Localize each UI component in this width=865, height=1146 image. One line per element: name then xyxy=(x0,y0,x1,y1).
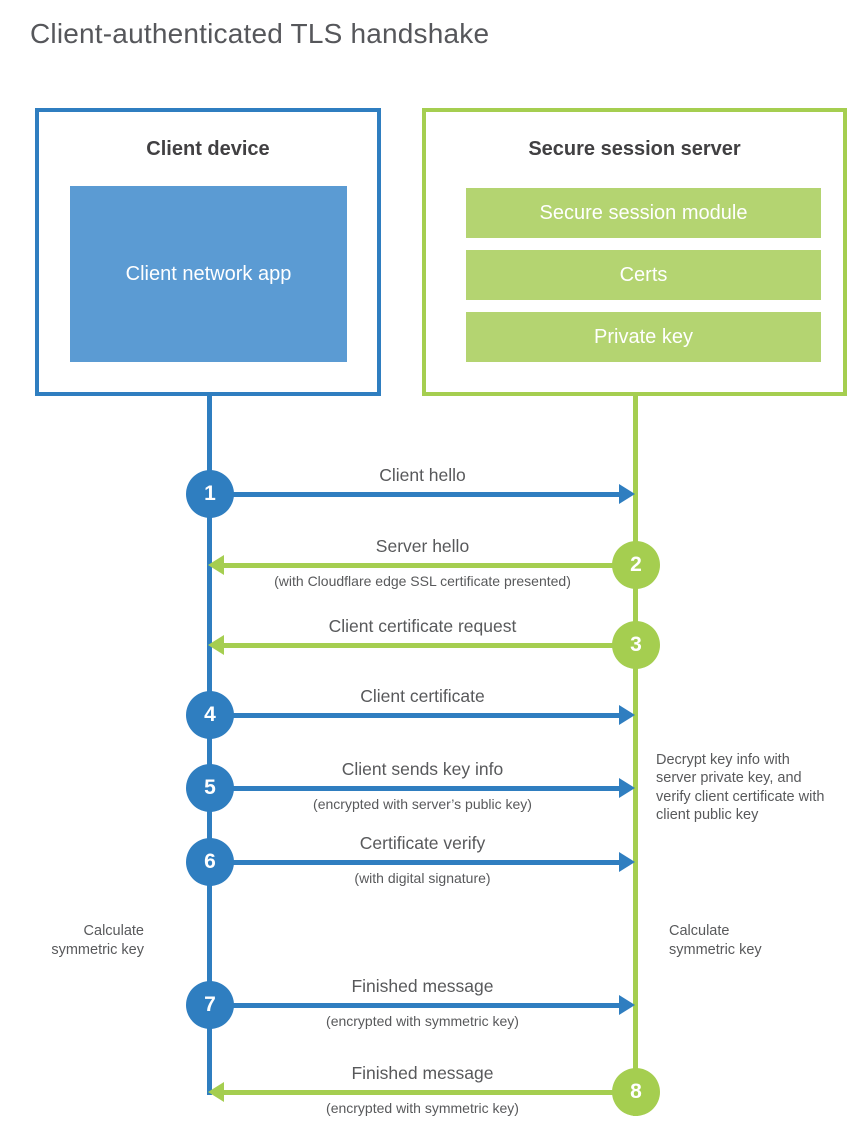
arrow-right-icon xyxy=(619,852,635,872)
message-label: Client hello xyxy=(379,465,466,485)
arrow-line xyxy=(210,1003,621,1008)
arrow-line xyxy=(222,643,636,648)
calc-symmetric-key-left: Calculate symmetric key xyxy=(51,923,144,959)
arrow-left-icon xyxy=(208,555,224,575)
message-label: Finished message xyxy=(351,1063,494,1083)
arrow-right-icon xyxy=(619,778,635,798)
arrow-line xyxy=(210,713,621,718)
arrow-line xyxy=(210,786,621,791)
server-title: Secure session server xyxy=(528,138,741,160)
arrow-left-icon xyxy=(208,1082,224,1102)
client-device-title: Client device xyxy=(146,138,270,160)
message-sublabel: (with digital signature) xyxy=(354,870,491,886)
calc-symmetric-key-right: Calculate symmetric key xyxy=(669,923,762,959)
message-label: Certificate verify xyxy=(359,833,486,853)
message-sublabel: (encrypted with server’s public key) xyxy=(313,796,532,812)
message-sublabel: (encrypted with symmetric key) xyxy=(326,1100,519,1116)
step-circle: 8 xyxy=(612,1068,660,1116)
diagram-title: Client-authenticated TLS handshake xyxy=(30,18,490,49)
server-lifeline xyxy=(633,394,638,1116)
arrow-left-icon xyxy=(208,635,224,655)
client-lifeline xyxy=(207,394,212,1095)
server-module-private-key: Private key xyxy=(466,312,821,362)
step-circle: 5 xyxy=(186,764,234,812)
arrow-line xyxy=(222,1090,636,1095)
arrow-line xyxy=(222,563,636,568)
arrow-right-icon xyxy=(619,484,635,504)
client-network-app-box: Client network app xyxy=(70,186,347,362)
step-circle: 4 xyxy=(186,691,234,739)
message-sublabel: (encrypted with symmetric key) xyxy=(326,1013,519,1029)
message-label: Client certificate xyxy=(360,686,485,706)
step-circle: 1 xyxy=(186,470,234,518)
server-module-secure-session: Secure session module xyxy=(466,188,821,238)
message-label: Client sends key info xyxy=(341,759,504,779)
step-circle: 2 xyxy=(612,541,660,589)
message-sublabel: (with Cloudflare edge SSL certificate pr… xyxy=(274,573,571,589)
arrow-right-icon xyxy=(619,995,635,1015)
arrow-line xyxy=(210,860,621,865)
message-label: Finished message xyxy=(351,976,494,996)
server-module-certs: Certs xyxy=(466,250,821,300)
arrow-line xyxy=(210,492,621,497)
step-circle: 6 xyxy=(186,838,234,886)
message-label: Client certificate request xyxy=(328,616,517,636)
decrypt-note: Decrypt key info with server private key… xyxy=(656,752,825,823)
step-circle: 7 xyxy=(186,981,234,1029)
arrow-right-icon xyxy=(619,705,635,725)
step-circle: 3 xyxy=(612,621,660,669)
message-label: Server hello xyxy=(375,536,470,556)
